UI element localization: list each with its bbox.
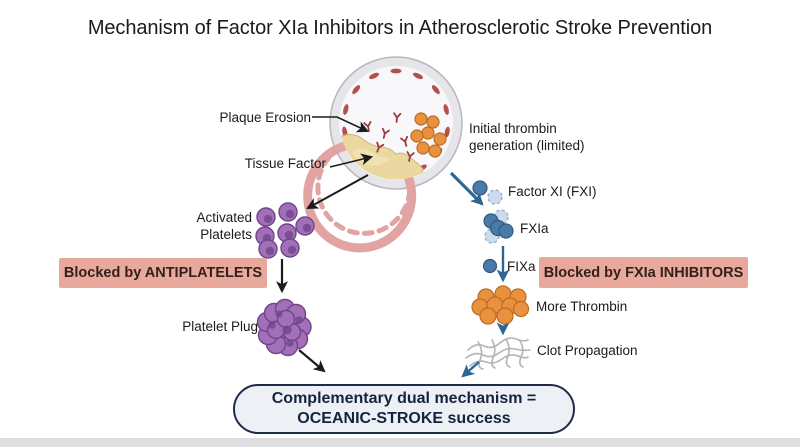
factor-xi-label: Factor XI (FXI): [508, 184, 597, 199]
fibrin-mesh-icon: [465, 337, 531, 370]
artery-cross-section-icon: [303, 56, 463, 253]
blocked-by-antiplatelets-badge: Blocked by ANTIPLATELETS: [59, 258, 267, 288]
diagram-title: Mechanism of Factor XIa Inhibitors in At…: [87, 17, 713, 39]
plaque-erosion-label: Plaque Erosion: [219, 110, 311, 125]
conclusion-line-1: Complementary dual mechanism =: [271, 389, 537, 407]
arrow-vessel-to-fxi: [449, 171, 484, 206]
tissue-factor-label: Tissue Factor: [244, 156, 326, 171]
fxia-cluster-icon: [483, 209, 514, 244]
more-thrombin-cluster-icon: [471, 285, 530, 325]
initial-thrombin-icon: [410, 112, 447, 158]
arrow-vessel-to-platelets: [306, 174, 369, 210]
fixa-molecule-icon: [482, 258, 498, 274]
tissue-factor-pointer-arrow: [329, 153, 374, 168]
endothelial-nuclei: [342, 68, 450, 172]
platelet-plug-label: Platelet Plug: [182, 319, 258, 334]
conclusion-line-2: OCEANIC-STROKE success: [297, 410, 511, 427]
activated-platelets-icon: [255, 202, 315, 259]
bottom-letterbox-strip: [0, 438, 800, 447]
initial-thrombin-label: Initial thrombin generation (limited): [469, 121, 585, 153]
clot-propagation-label: Clot Propagation: [537, 343, 638, 358]
factor-xi-molecules-icon: [472, 180, 503, 205]
arrow-plug-to-conclusion: [298, 349, 326, 373]
fixa-label: FIXa: [507, 259, 536, 274]
arrow-clot-to-conclusion: [461, 361, 480, 378]
plaque-erosion-pointer-arrow: [312, 116, 369, 133]
fxia-label: FXIa: [520, 221, 549, 236]
blocked-by-fxia-inhibitors-badge: Blocked by FXIa INHIBITORS: [539, 257, 748, 288]
more-thrombin-label: More Thrombin: [536, 299, 628, 314]
activated-platelets-label: Activated Platelets: [196, 210, 252, 242]
conclusion-box: Complementary dual mechanism = OCEANIC-S…: [233, 384, 575, 434]
platelet-plug-icon: [256, 298, 312, 357]
